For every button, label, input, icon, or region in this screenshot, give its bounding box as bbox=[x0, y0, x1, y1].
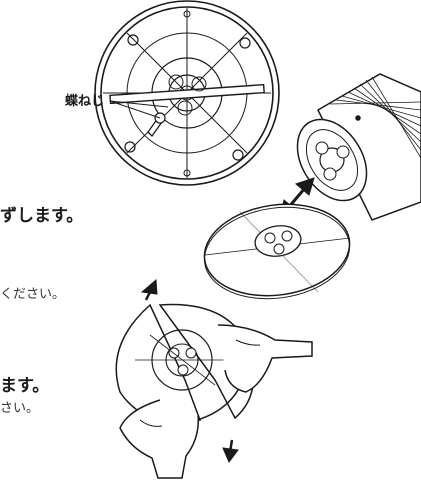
step-text-2: さい。 bbox=[0, 401, 40, 416]
thumbscrew-callout: 蝶ねじ bbox=[65, 94, 105, 109]
step-heading-1: ずします。 bbox=[0, 206, 84, 226]
step-text-1: ください。 bbox=[0, 287, 66, 302]
callout-leader-lines bbox=[109, 100, 169, 119]
base-underside-view bbox=[94, 0, 280, 186]
separation-arrows bbox=[140, 278, 239, 463]
base-separation-view bbox=[115, 303, 313, 479]
fan-body bbox=[296, 73, 421, 221]
base-disc bbox=[203, 203, 351, 300]
step-heading-2: ます。 bbox=[0, 376, 50, 396]
